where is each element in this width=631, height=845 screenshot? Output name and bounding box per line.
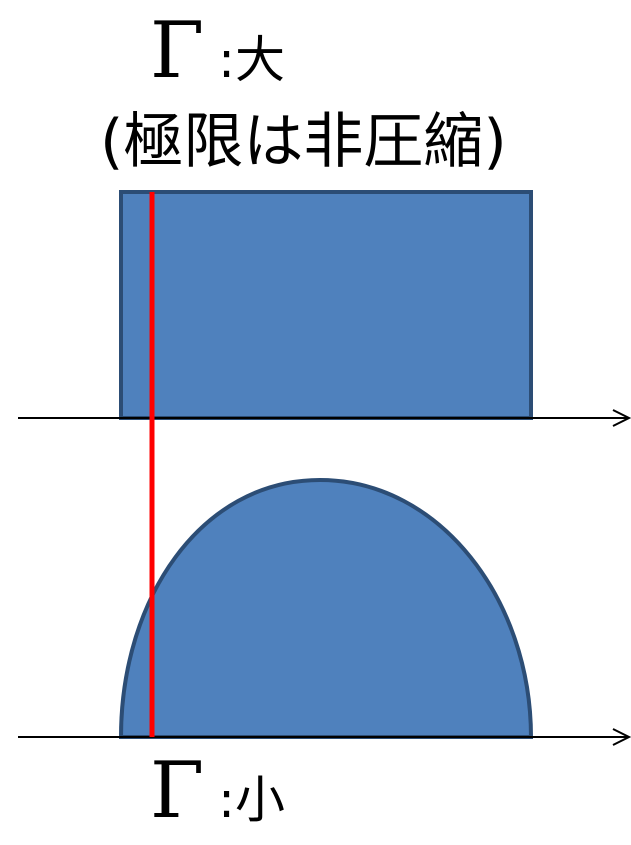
top-gamma-symbol: Γ	[150, 6, 205, 96]
top-label: Γ:大	[150, 12, 285, 90]
top-axis-arrow	[18, 409, 631, 427]
bottom-label-suffix: :小	[218, 771, 285, 829]
bottom-gamma-symbol: Γ	[150, 746, 205, 836]
bottom-dome-shape	[118, 477, 534, 739]
bottom-axis-arrow	[18, 728, 631, 746]
subtitle: (極限は非圧縮)	[100, 107, 507, 177]
top-rectangle-shape	[119, 190, 533, 420]
top-label-suffix: :大	[218, 31, 285, 89]
bottom-label: Γ:小	[150, 752, 285, 830]
